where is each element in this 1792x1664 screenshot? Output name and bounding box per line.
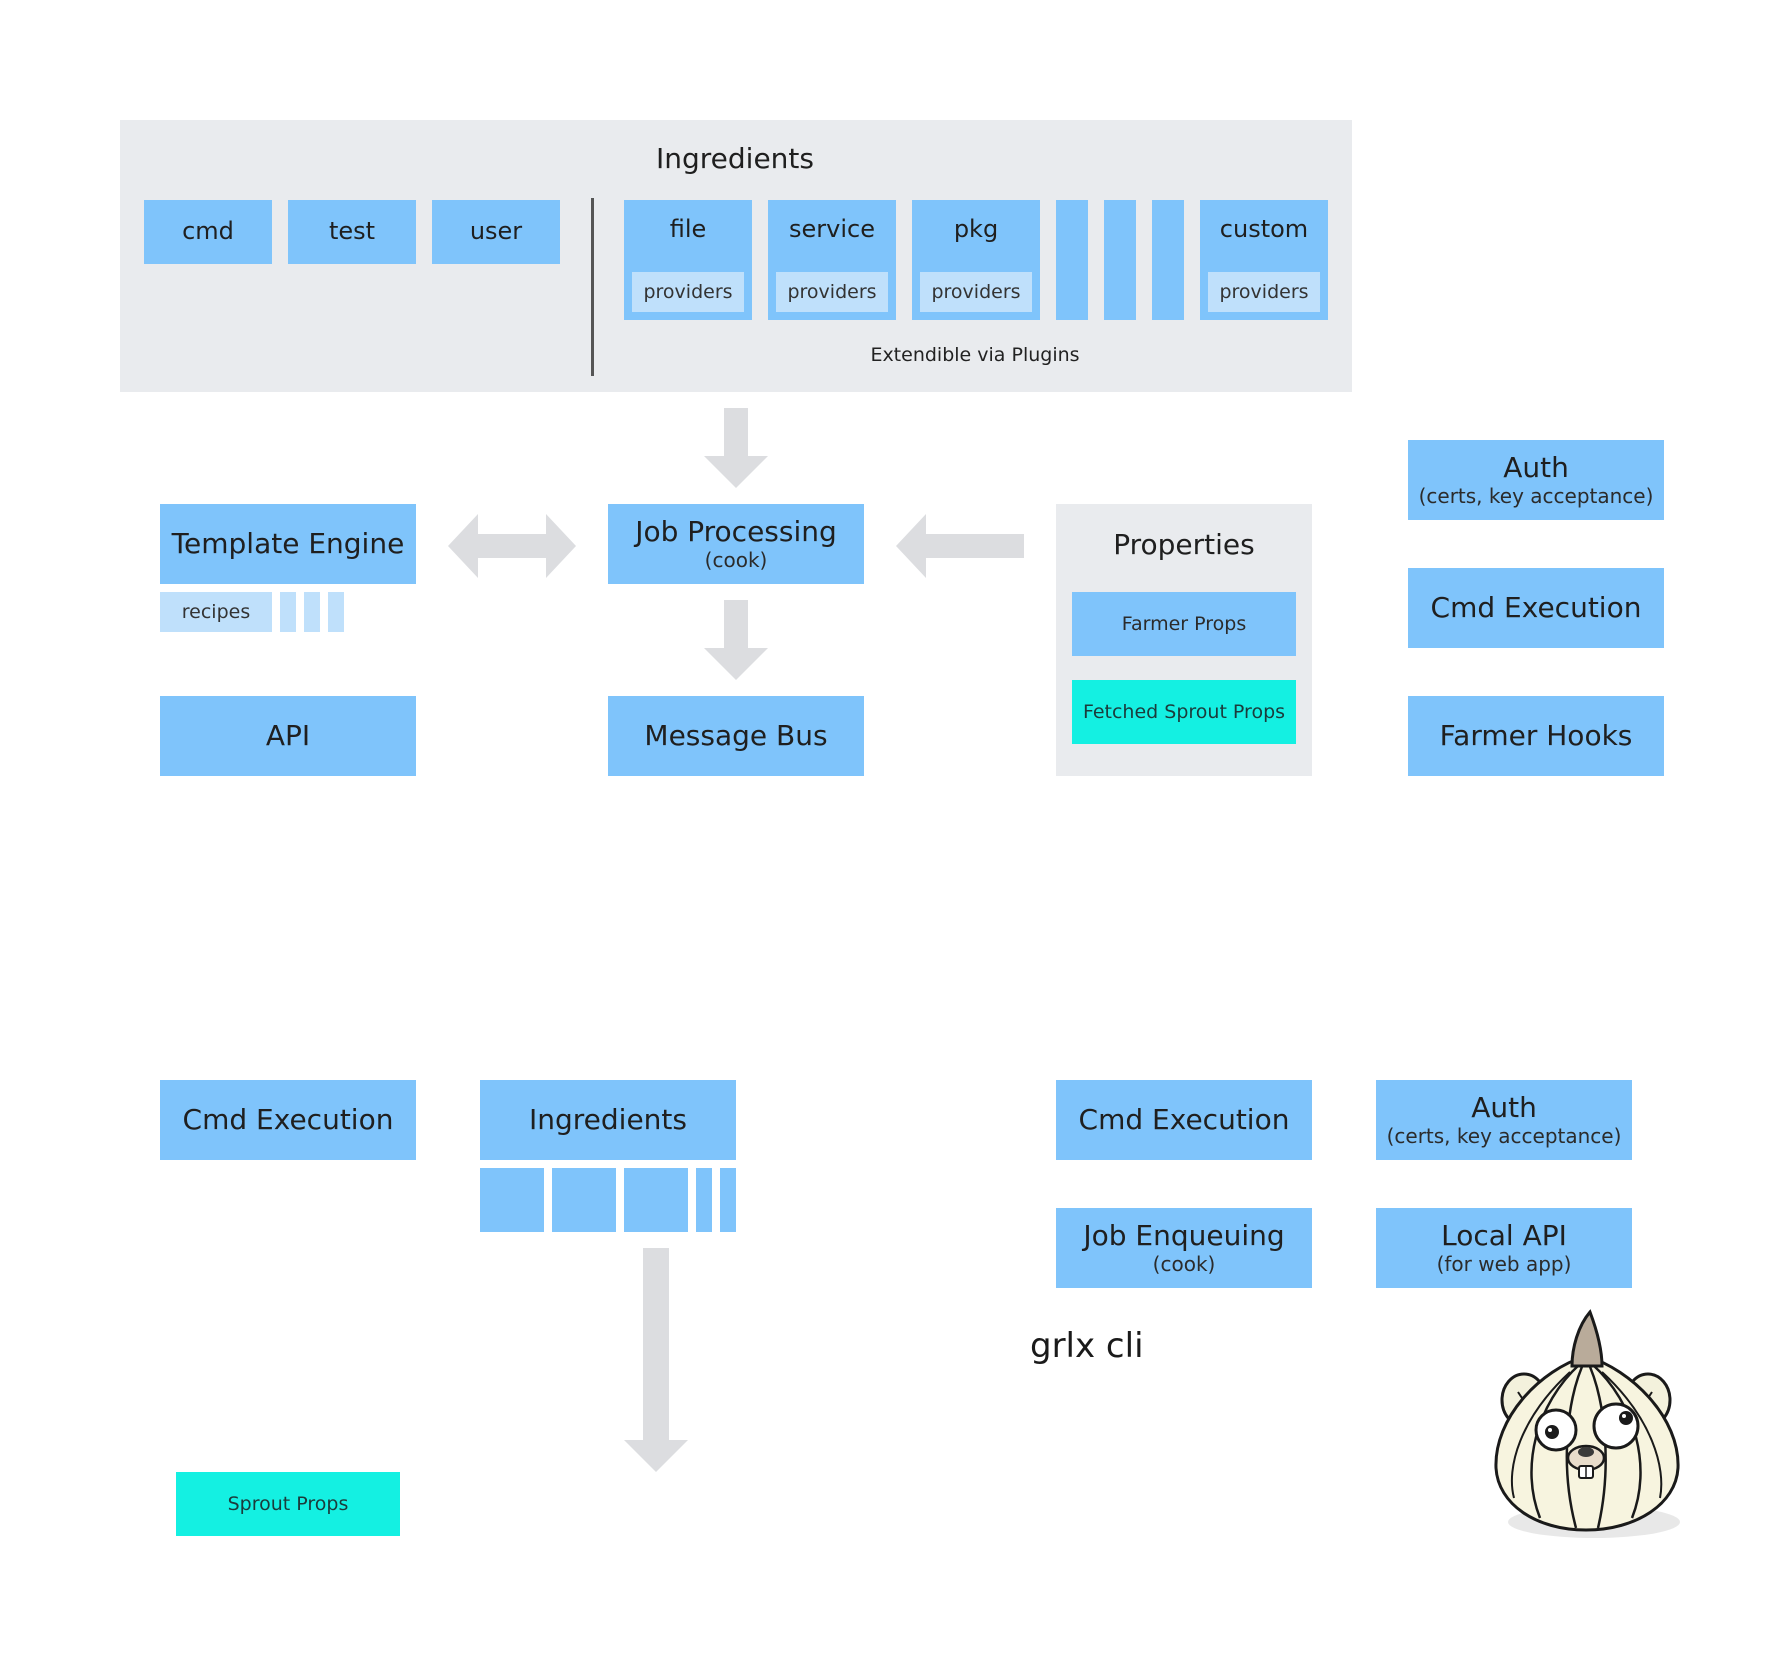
farmer-props-label: Farmer Props xyxy=(1121,612,1247,635)
farmer-cmd-execution-box: Cmd Execution xyxy=(1408,568,1664,648)
cli-auth-box: Auth (certs, key acceptance) xyxy=(1376,1080,1632,1160)
plugin-slot-1 xyxy=(1056,200,1088,320)
cli-local-api-label: Local API xyxy=(1441,1218,1567,1252)
ingredients-panel-title: Ingredients xyxy=(656,142,814,175)
service-label: service xyxy=(789,215,875,243)
template-engine-box: Template Engine xyxy=(160,504,416,584)
pkg-label: pkg xyxy=(953,215,999,243)
cmd-label: cmd xyxy=(182,217,234,246)
plugins-note: Extendible via Plugins xyxy=(870,344,1080,366)
sprout-ingredients-box: Ingredients xyxy=(480,1080,736,1160)
farmer-hooks-box: Farmer Hooks xyxy=(1408,696,1664,776)
recipes-box: recipes xyxy=(160,592,272,632)
arrow-left-properties-to-job xyxy=(896,514,1024,578)
fetched-sprout-props-box: Fetched Sprout Props xyxy=(1072,680,1296,744)
sprout-ingredient-slot-4 xyxy=(696,1168,712,1232)
file-label: file xyxy=(669,215,707,243)
recipe-slot-3 xyxy=(328,592,344,632)
cli-cmd-execution-label: Cmd Execution xyxy=(1078,1102,1290,1136)
sprout-ingredients-label: Ingredients xyxy=(529,1102,687,1136)
custom-providers: providers xyxy=(1208,272,1320,312)
cli-auth-sub: (certs, key acceptance) xyxy=(1386,1124,1622,1149)
pkg-providers: providers xyxy=(920,272,1032,312)
sprout-ingredient-slot-5 xyxy=(720,1168,736,1232)
cli-job-enqueuing-sub: (cook) xyxy=(1152,1252,1216,1277)
cli-label: grlx cli xyxy=(1030,1326,1144,1366)
farmer-auth-sub: (certs, key acceptance) xyxy=(1418,484,1654,509)
cli-job-enqueuing-label: Job Enqueuing xyxy=(1083,1218,1285,1252)
job-processing-label: Job Processing xyxy=(635,514,837,548)
cmd-box: cmd xyxy=(144,200,272,264)
sprout-props-box: Sprout Props xyxy=(176,1472,400,1536)
arrow-down-ingredients-to-job xyxy=(704,408,768,488)
arrow-down-sprout-ingredients xyxy=(624,1248,688,1472)
service-providers: providers xyxy=(776,272,888,312)
ingredients-divider xyxy=(591,198,594,376)
cli-local-api-sub: (for web app) xyxy=(1436,1252,1572,1277)
arrow-double-template-job xyxy=(448,514,576,578)
custom-label: custom xyxy=(1219,215,1309,243)
job-processing-box: Job Processing (cook) xyxy=(608,504,864,584)
sprout-cmd-execution-label: Cmd Execution xyxy=(182,1102,394,1136)
user-label: user xyxy=(469,217,523,246)
sprout-ingredient-slot-2 xyxy=(552,1168,616,1232)
cli-local-api-box: Local API (for web app) xyxy=(1376,1208,1632,1288)
api-label: API xyxy=(265,718,311,752)
garlic-gopher-mascot-icon xyxy=(1494,1309,1680,1538)
sprout-cmd-execution-box: Cmd Execution xyxy=(160,1080,416,1160)
cli-cmd-execution-box: Cmd Execution xyxy=(1056,1080,1312,1160)
recipe-slot-1 xyxy=(280,592,296,632)
plugin-slot-2 xyxy=(1104,200,1136,320)
sprout-ingredient-slot-1 xyxy=(480,1168,544,1232)
farmer-props-box: Farmer Props xyxy=(1072,592,1296,656)
message-bus-box: Message Bus xyxy=(608,696,864,776)
cli-job-enqueuing-box: Job Enqueuing (cook) xyxy=(1056,1208,1312,1288)
plugin-slot-3 xyxy=(1152,200,1184,320)
farmer-cmd-execution-label: Cmd Execution xyxy=(1430,590,1642,624)
properties-title: Properties xyxy=(1113,528,1255,561)
job-processing-sub: (cook) xyxy=(704,548,768,573)
farmer-hooks-label: Farmer Hooks xyxy=(1439,718,1633,752)
cli-auth-label: Auth xyxy=(1471,1090,1537,1124)
test-box: test xyxy=(288,200,416,264)
message-bus-label: Message Bus xyxy=(644,718,828,752)
sprout-ingredient-slot-3 xyxy=(624,1168,688,1232)
user-box: user xyxy=(432,200,560,264)
test-label: test xyxy=(328,217,376,246)
template-engine-label: Template Engine xyxy=(171,526,405,560)
api-box: API xyxy=(160,696,416,776)
recipe-slot-2 xyxy=(304,592,320,632)
farmer-auth-box: Auth (certs, key acceptance) xyxy=(1408,440,1664,520)
file-providers: providers xyxy=(632,272,744,312)
farmer-auth-label: Auth xyxy=(1503,450,1569,484)
arrow-down-job-to-bus xyxy=(704,600,768,680)
